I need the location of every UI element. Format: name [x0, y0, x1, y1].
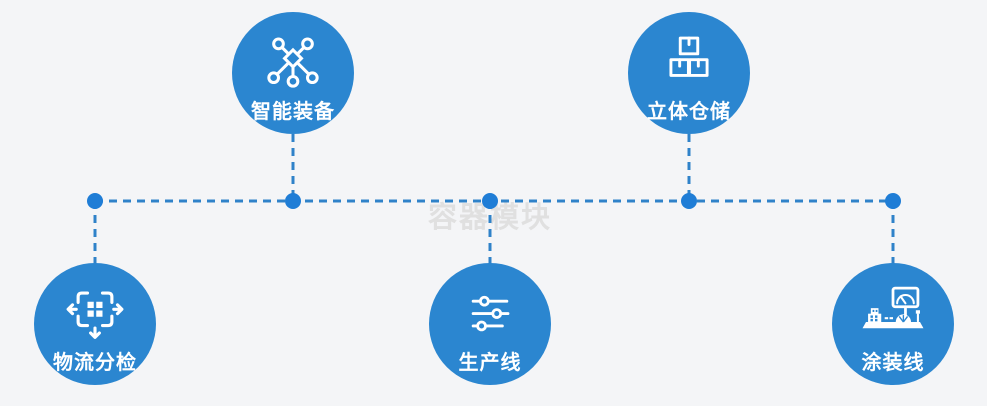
- node-painting-line: 涂装线: [832, 263, 954, 385]
- node-logistics-sorting: 物流分检: [34, 263, 156, 385]
- node-label: 物流分检: [53, 351, 137, 374]
- junction-dot: [482, 193, 498, 209]
- node-label: 涂装线: [861, 351, 925, 374]
- sort-distribute-icon: [65, 282, 125, 344]
- node-production-line: 生产线: [429, 263, 551, 385]
- junction-dot: [87, 193, 103, 209]
- node-label: 生产线: [458, 351, 522, 374]
- node-label: 智能装备: [251, 100, 335, 123]
- network-nodes-icon: [264, 31, 322, 93]
- node-smart-equipment: 智能装备: [232, 12, 354, 134]
- junction-dot: [681, 193, 697, 209]
- machine-monitor-icon: [857, 282, 929, 344]
- sliders-icon: [463, 282, 517, 344]
- node-label: 立体仓储: [647, 100, 731, 123]
- stacked-boxes-icon: [661, 31, 717, 93]
- node-3d-warehouse: 立体仓储: [628, 12, 750, 134]
- junction-dot: [885, 193, 901, 209]
- junction-dot: [285, 193, 301, 209]
